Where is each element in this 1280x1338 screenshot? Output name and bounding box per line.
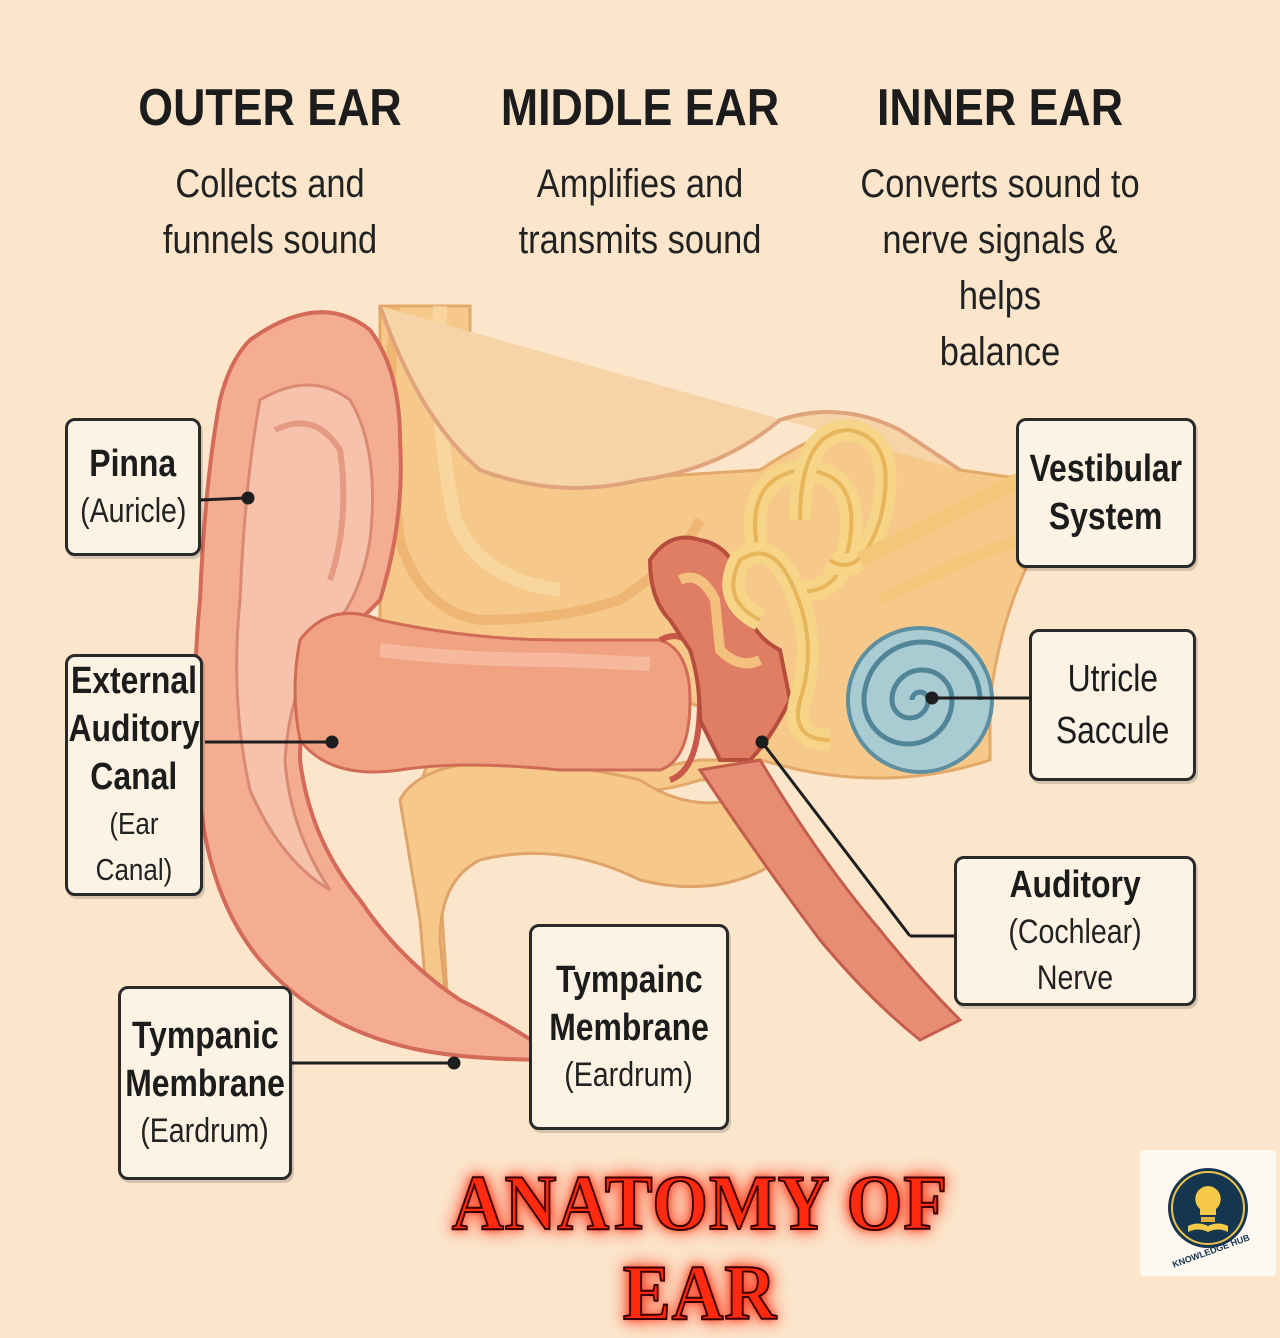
label-line: Tympainc (555, 959, 703, 1001)
label-line: Saccule (1055, 710, 1170, 752)
label-vestibular-system: Vestibular System (1016, 418, 1196, 568)
label-line: Membrane (549, 1007, 709, 1049)
label-utricle-saccule: Utricle Saccule (1029, 629, 1196, 781)
section-desc: Collects and funnels sound (132, 156, 407, 268)
ear-illustration (193, 304, 1032, 1070)
auditory-tube (697, 758, 963, 1042)
label-tympanic-membrane-left: Tympanic Membrane (Eardrum) (118, 986, 292, 1180)
desc-line: Amplifies and (536, 162, 744, 206)
label-sub: (Auricle) (79, 492, 187, 530)
label-tympanic-membrane-middle: Tympainc Membrane (Eardrum) (529, 924, 729, 1130)
label-external-auditory-canal: External Auditory Canal (Ear Canal) (65, 654, 203, 896)
label-main: Auditory (1009, 864, 1141, 906)
knowledge-hub-logo: KNOWLEDGE HUB (1140, 1150, 1276, 1276)
label-line: External (71, 660, 197, 702)
ear-anatomy-diagram: OUTER EAR Collects and funnels sound MID… (65, 78, 1276, 1337)
leader-lines (199, 491, 1030, 1070)
desc-line: Converts sound to (860, 162, 1140, 206)
label-line: Auditory (68, 708, 200, 750)
label-line: Vestibular (1029, 448, 1183, 490)
desc-line: balance (939, 330, 1061, 374)
desc-line: nerve signals & helps (882, 218, 1118, 318)
desc-line: Collects and (175, 162, 365, 206)
label-sub: (Ear Canal) (95, 806, 173, 887)
label-main: Pinna (89, 443, 177, 485)
label-sub: (Eardrum) (140, 1112, 270, 1150)
label-pinna: Pinna (Auricle) (65, 418, 201, 556)
label-line: Tympanic (131, 1015, 279, 1057)
label-sub: (Eardrum) (564, 1056, 694, 1094)
label-line: System (1049, 496, 1163, 538)
section-title: MIDDLE EAR (500, 79, 780, 137)
section-title: INNER EAR (877, 79, 1123, 137)
desc-line: transmits sound (518, 218, 762, 262)
section-outer-ear: OUTER EAR Collects and funnels sound (110, 78, 430, 268)
section-middle-ear: MIDDLE EAR Amplifies and transmits sound (470, 78, 810, 268)
section-desc: Amplifies and transmits sound (494, 156, 786, 268)
label-line: Membrane (125, 1063, 285, 1105)
lightbulb-book-icon (1168, 1168, 1248, 1248)
label-line: Canal (90, 756, 178, 798)
section-title: OUTER EAR (138, 79, 402, 137)
label-auditory-nerve: Auditory (Cochlear) Nerve (954, 856, 1196, 1006)
label-sub: (Cochlear) Nerve (1008, 913, 1142, 997)
cochlea (846, 626, 994, 774)
label-line: Utricle (1067, 658, 1158, 700)
section-desc: Converts sound to nerve signals & helps … (845, 156, 1155, 380)
desc-line: funnels sound (162, 218, 378, 262)
main-title: ANATOMY OF EAR (451, 1158, 949, 1337)
section-inner-ear: INNER EAR Converts sound to nerve signal… (820, 78, 1180, 380)
